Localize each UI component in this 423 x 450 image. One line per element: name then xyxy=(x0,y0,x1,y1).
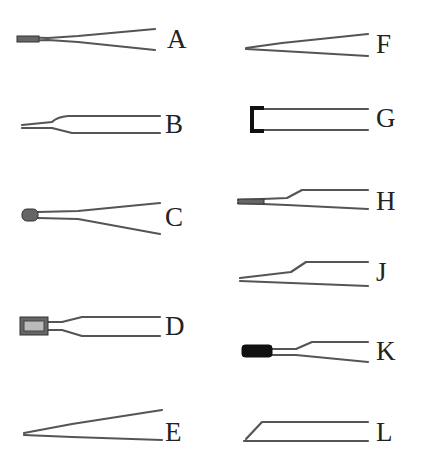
tweezer-f xyxy=(246,34,368,56)
tweezer-g xyxy=(252,108,368,131)
figure-letter: L xyxy=(376,419,393,446)
tweezer-b xyxy=(22,116,160,133)
figure-letter: K xyxy=(376,338,396,365)
figure-letter: J xyxy=(376,259,387,286)
figure-letter: B xyxy=(165,111,183,138)
tweezer-c xyxy=(22,203,160,234)
tweezer-j xyxy=(240,262,368,286)
figure-letter: D xyxy=(165,313,185,340)
tweezer-e xyxy=(24,410,162,440)
figure-letter: C xyxy=(165,204,183,231)
tweezer-d xyxy=(20,317,160,336)
figure-letter: E xyxy=(165,419,182,446)
tweezer-l xyxy=(244,422,368,441)
tweezer-h xyxy=(238,190,368,209)
figure-letter: H xyxy=(376,188,396,215)
figure-letter: A xyxy=(167,26,187,53)
figure-letter: G xyxy=(376,105,396,132)
figure-letter: F xyxy=(376,31,391,58)
tweezer-k xyxy=(242,342,368,362)
tweezer-a xyxy=(17,29,155,50)
